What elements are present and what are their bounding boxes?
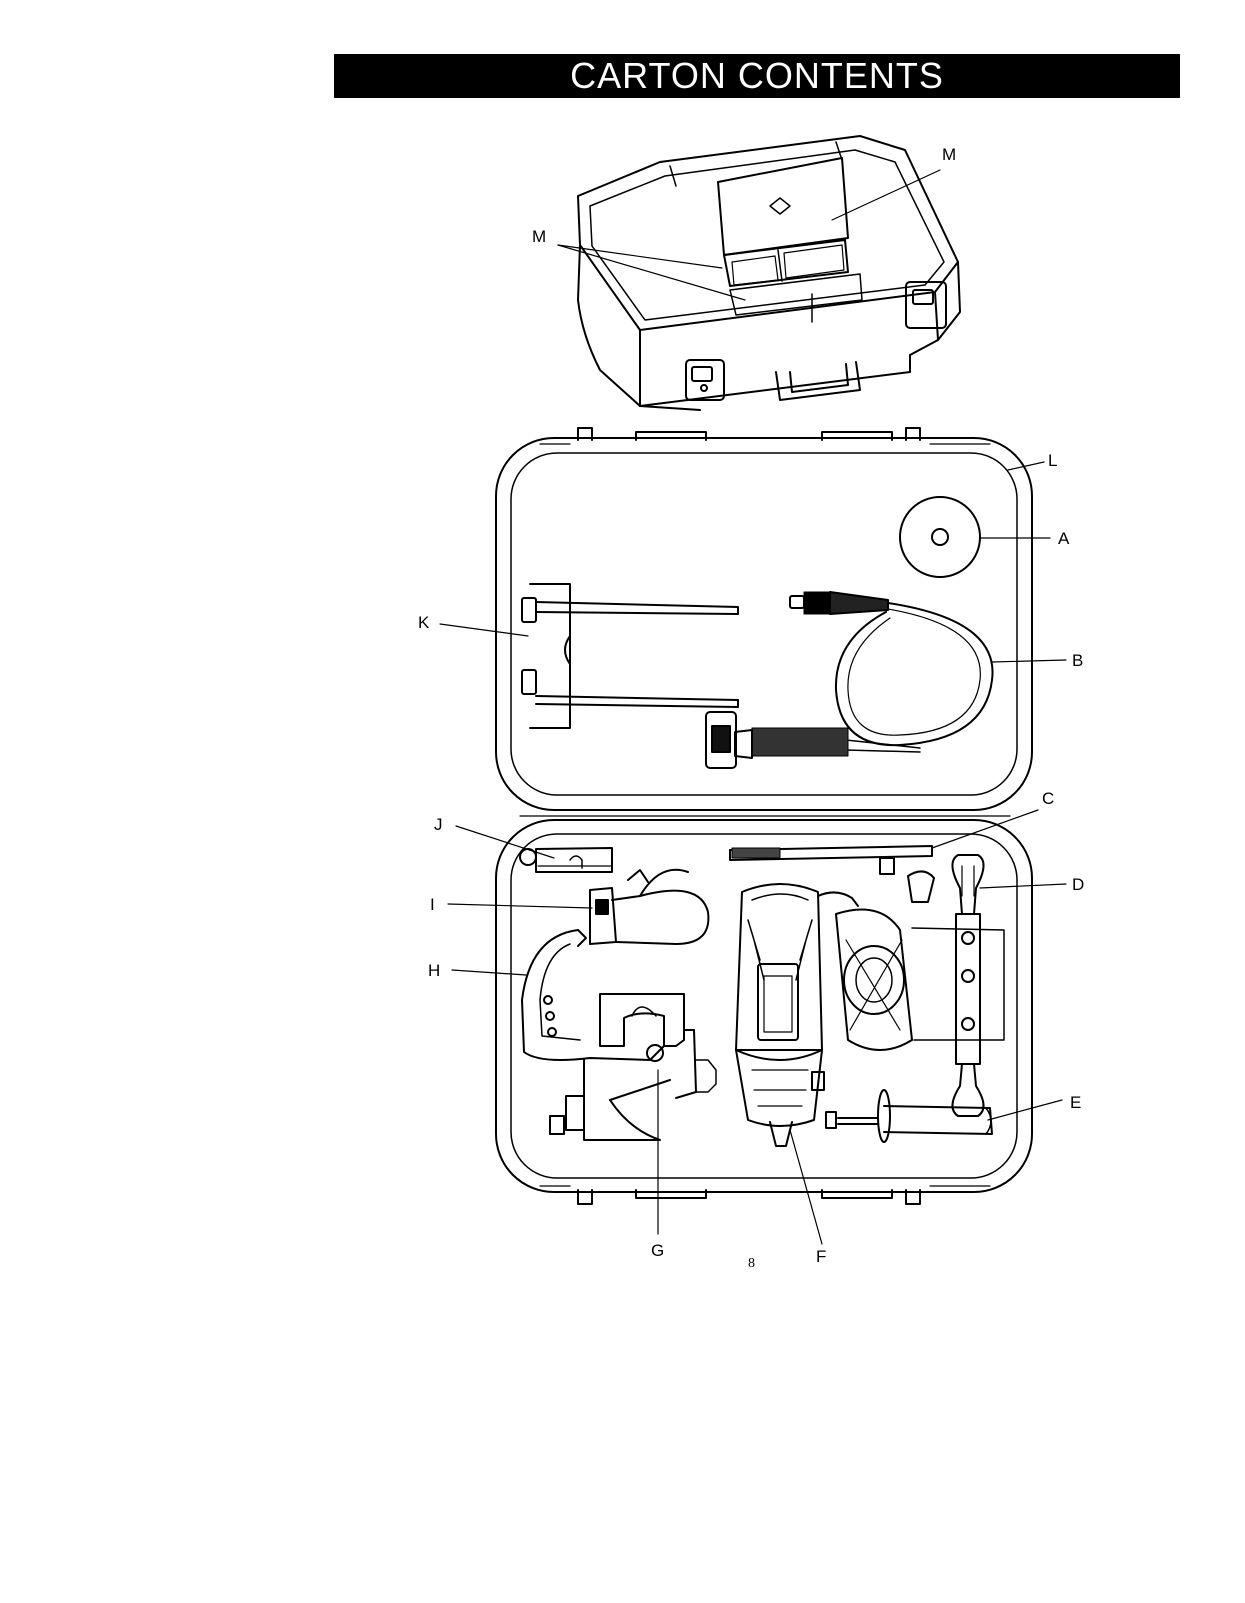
closed-case-drawing (578, 136, 960, 410)
label-e: E (1070, 1093, 1081, 1112)
label-f: F (816, 1247, 826, 1266)
flexible-shaft-b (706, 592, 993, 768)
page-number: 8 (748, 1256, 755, 1272)
label-d: D (1072, 875, 1084, 894)
label-g: G (651, 1241, 664, 1260)
cutting-wheel-a (900, 497, 980, 577)
label-m-left: M (532, 227, 546, 246)
label-h: H (428, 961, 440, 980)
label-l: L (1048, 451, 1057, 470)
guide-k (522, 584, 738, 728)
handle-h (522, 930, 664, 1061)
label-c: C (1042, 789, 1054, 808)
circle-cutter-d (836, 855, 1004, 1116)
rotary-tool-f (736, 884, 858, 1146)
label-b: B (1072, 651, 1083, 670)
label-k: K (418, 613, 430, 632)
label-j: J (434, 815, 443, 834)
accessory-strip-c (730, 846, 932, 874)
saw-guide-g (550, 994, 716, 1140)
attachment-i (590, 870, 708, 944)
callout-leaders (440, 170, 1066, 1244)
label-m-right: M (942, 145, 956, 164)
label-a: A (1058, 529, 1070, 548)
label-i: I (430, 895, 435, 914)
